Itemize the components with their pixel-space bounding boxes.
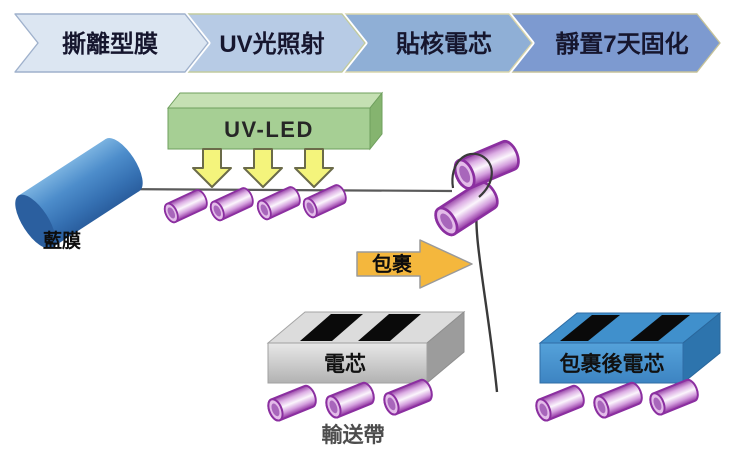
blue-film-roll-cap <box>102 138 143 192</box>
process-step-3-label: 貼核電芯 <box>396 30 492 58</box>
uv-led-top-face <box>166 92 384 109</box>
process-step-1-label: 撕離型膜 <box>62 30 158 58</box>
uv-rays <box>192 148 334 188</box>
film-descending-line <box>475 201 499 393</box>
conveyor-rollers-left <box>264 376 436 424</box>
film-wrap-loop <box>451 152 493 198</box>
wrapped-cell-box-front-face <box>539 342 684 384</box>
cell-box-stripe-2 <box>358 314 421 341</box>
wrap-arrow-label: 包裹 <box>372 252 413 276</box>
process-step-3: 貼核電芯 <box>339 11 535 75</box>
roller <box>322 379 378 421</box>
wrapped-cell-box: 包裹後電芯 <box>538 311 722 385</box>
roller <box>646 376 702 418</box>
wrap-arrow-shape <box>356 239 473 289</box>
process-step-2-label: UV光照射 <box>219 31 324 58</box>
conveyor-label: 輸送帶 <box>322 423 385 447</box>
process-step-1: 撕離型膜 <box>12 11 211 75</box>
roller <box>264 382 320 424</box>
blue-film-label: 藍膜 <box>43 229 81 252</box>
process-step-4: 靜置7天固化 <box>506 11 723 75</box>
wrap-arrow: 包裹 <box>356 239 473 289</box>
roller <box>161 187 211 226</box>
roller <box>300 182 350 221</box>
conveyor-rollers-right <box>532 376 702 424</box>
uv-ray-arrow-2 <box>243 148 283 188</box>
cell-box-front-face <box>267 342 428 384</box>
wrapped-cell-box-stripe-1 <box>560 315 620 341</box>
process-step-4-label: 靜置7天固化 <box>555 30 688 58</box>
process-step-1-edge <box>14 13 209 73</box>
uv-ray-arrow-1 <box>192 148 232 188</box>
film-web-line <box>107 187 453 193</box>
cell-box-stripe-1 <box>300 314 363 341</box>
roller <box>207 185 257 224</box>
roller <box>532 382 588 424</box>
cell-box-label: 電芯 <box>324 353 366 376</box>
blue-film-roll-end <box>15 194 56 249</box>
uv-led-label: UV-LED <box>224 117 314 142</box>
wrapped-cell-box-stripe-2 <box>630 315 690 341</box>
process-banner: 靜置7天固化 貼核電芯 UV光照射 撕離型膜 <box>12 11 723 75</box>
uv-ray-arrow-3 <box>294 148 334 188</box>
wrapped-cell-box-label: 包裹後電芯 <box>560 352 665 376</box>
roller <box>380 376 436 418</box>
process-step-2: UV光照射 <box>182 11 368 75</box>
roller <box>590 379 646 421</box>
uv-led-box: UV-LED <box>166 91 384 151</box>
cell-box: 電芯 <box>266 310 466 385</box>
blue-film-roll <box>15 138 143 249</box>
